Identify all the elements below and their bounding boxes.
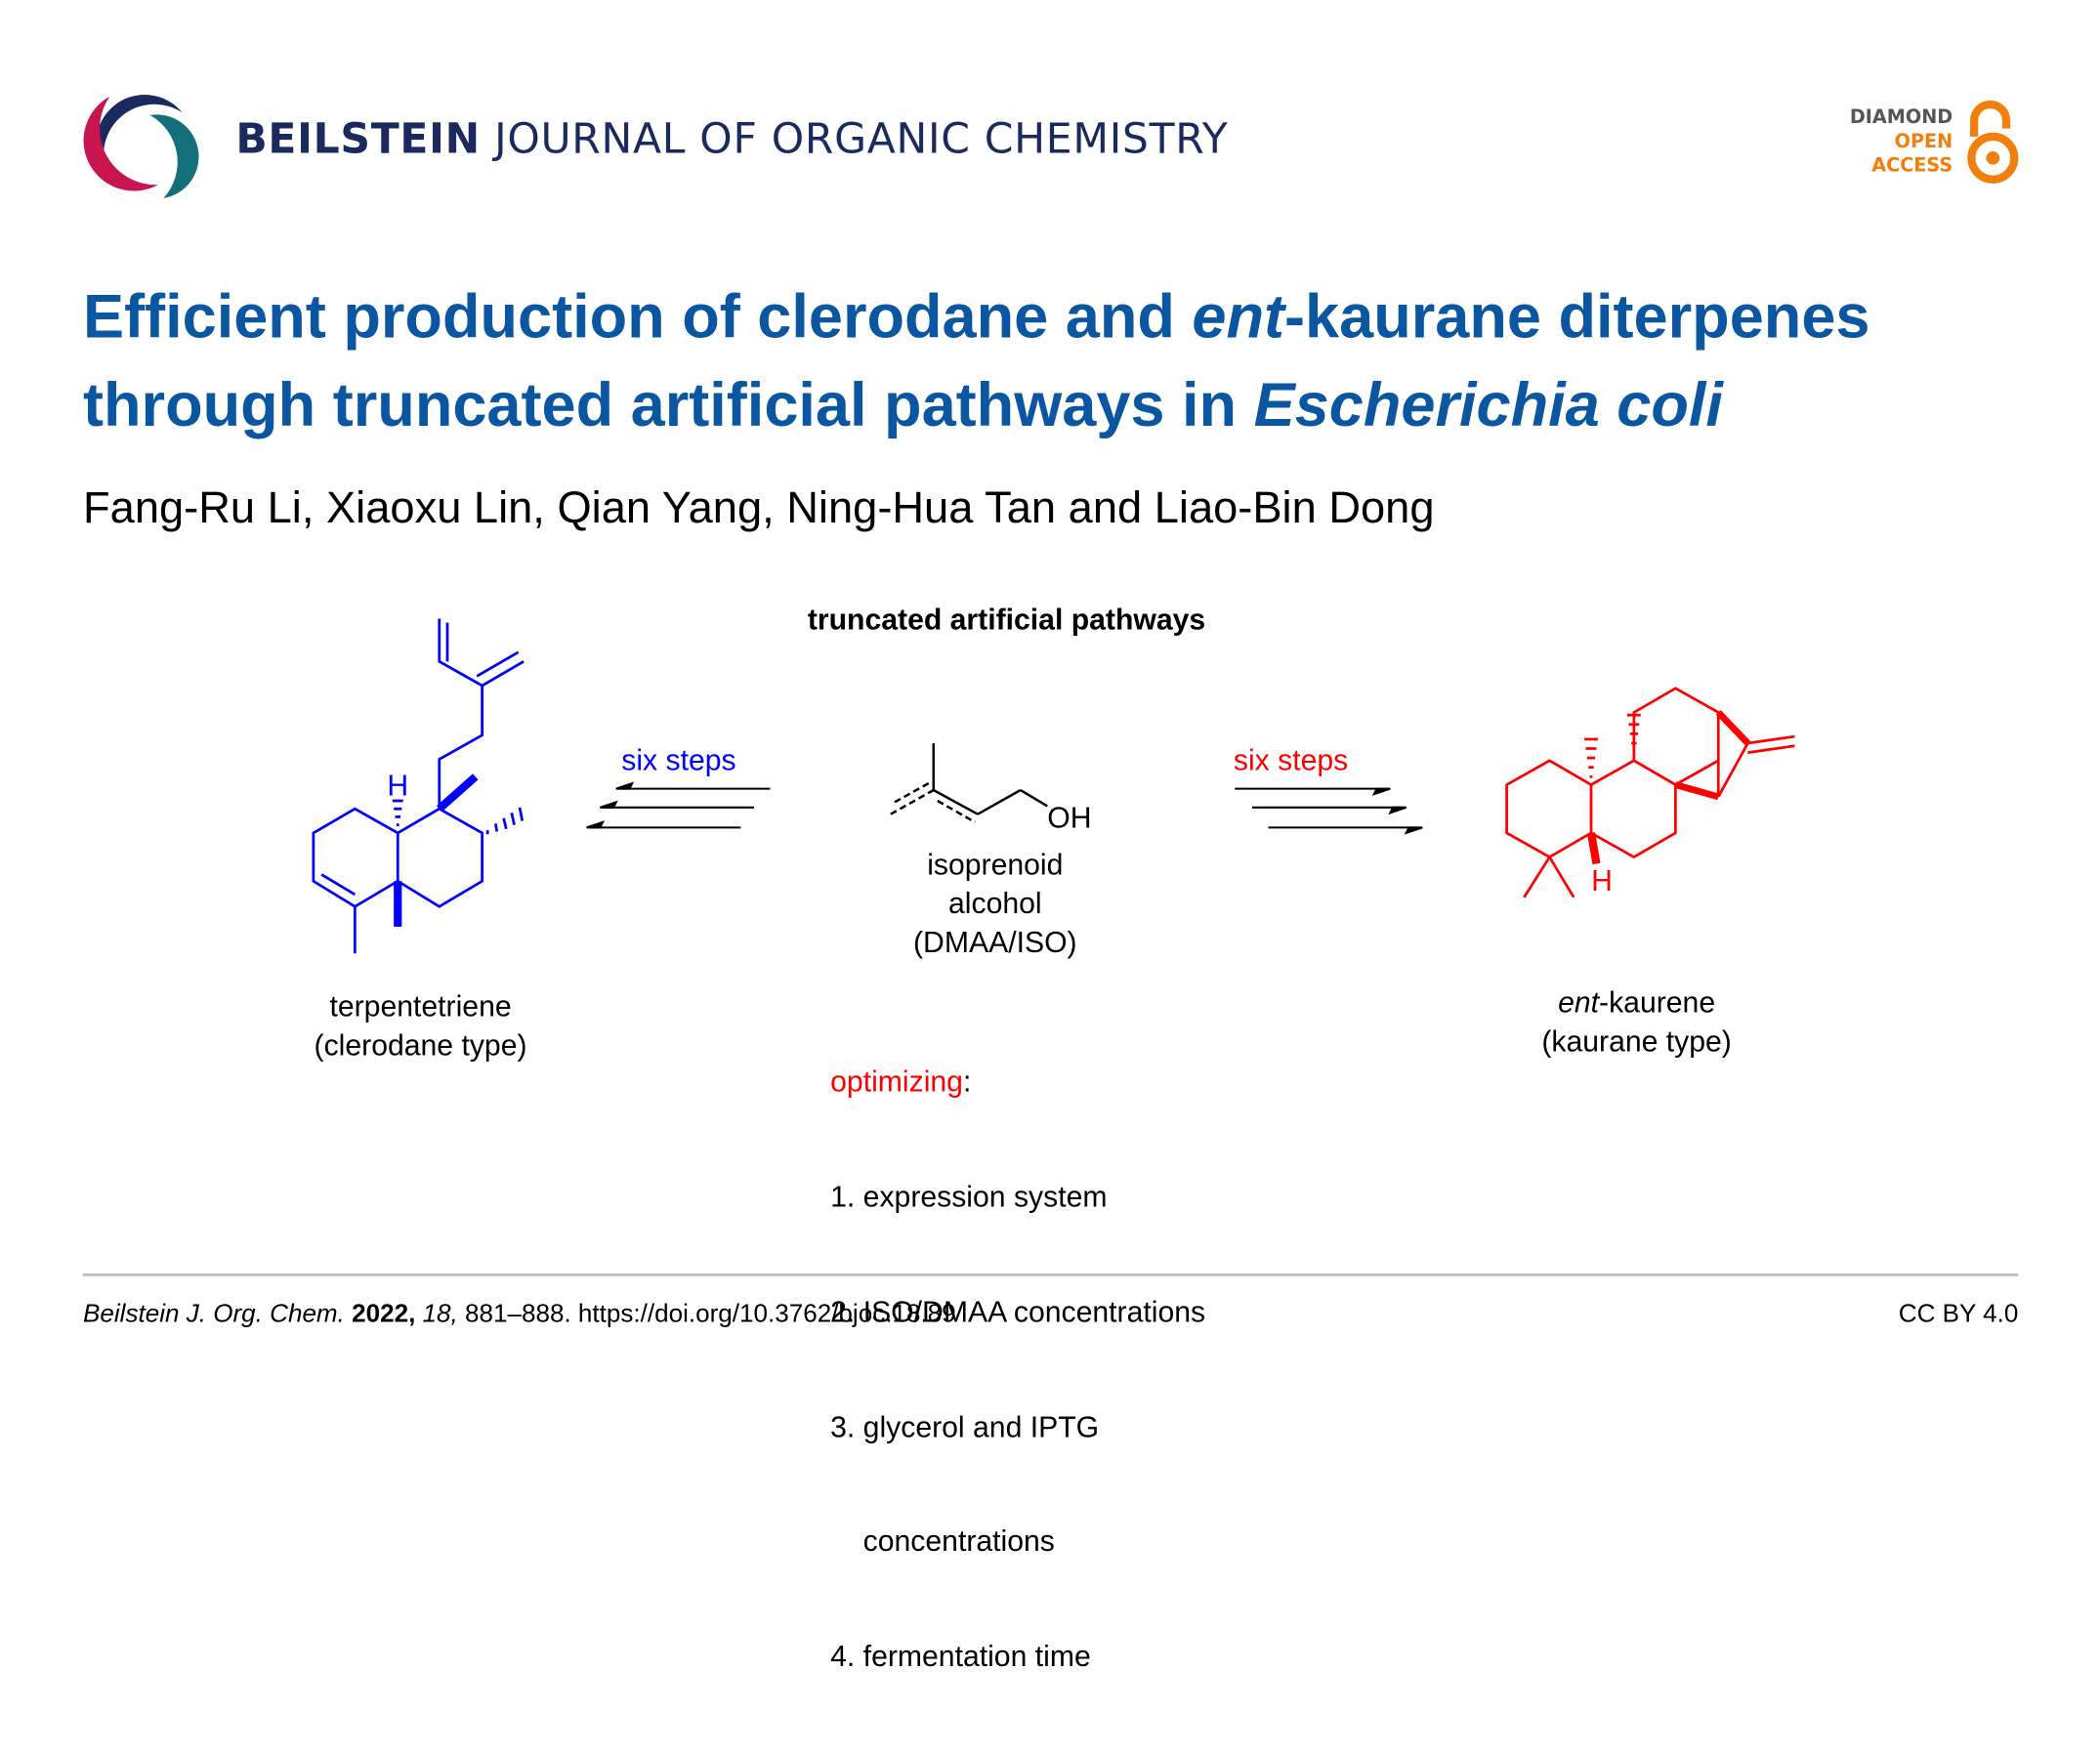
isoprenoid-label: isoprenoid alcohol (DMAA/ISO)	[861, 845, 1129, 961]
list-item: 1. expression system	[830, 1179, 1108, 1214]
optimizing-heading: optimizing	[830, 1064, 963, 1099]
journal-name-bold: BEILSTEIN	[235, 114, 481, 164]
terpentetriene-structure	[312, 618, 525, 954]
license: CC BY 4.0	[1898, 1300, 2019, 1329]
list-item: 4. fermentation time	[830, 1639, 1091, 1673]
arrows-right	[1235, 787, 1423, 835]
title-text: Efficient production of clerodane and	[83, 280, 1193, 352]
label-italic: ent	[1558, 985, 1600, 1020]
citation: Beilstein J. Org. Chem. 2022, 18, 881–88…	[83, 1300, 956, 1329]
label-line: terpentetriene	[329, 989, 512, 1023]
beilstein-logo-icon	[83, 95, 199, 198]
list-item: 3. glycerol and IPTG	[830, 1409, 1100, 1443]
left-steps-label: six steps	[621, 743, 736, 777]
citation-journal: Beilstein J. Org. Chem.	[83, 1300, 345, 1329]
footer-divider	[83, 1273, 2019, 1276]
ent-kaurene-label: ent-kaurene (kaurane type)	[1490, 982, 1785, 1061]
isoprenoid-structure	[890, 743, 1048, 823]
arrows-left	[586, 781, 771, 829]
ent-kaurene-structure	[1505, 687, 1795, 898]
citation-doi-link[interactable]: 881–888. https://doi.org/10.3762/bjoc.18…	[465, 1300, 956, 1329]
colon: :	[962, 1064, 972, 1099]
list-item: 2. ISO/DMAA concentrations	[830, 1294, 1206, 1328]
citation-volume: 18,	[422, 1300, 458, 1329]
badge-line: ACCESS	[1871, 155, 1953, 177]
list-item: concentrations	[830, 1523, 1055, 1559]
label-line: isoprenoid	[927, 847, 1064, 882]
hydroxyl-label: OH	[1047, 802, 1091, 834]
stereo-h-left: H	[387, 770, 408, 802]
diamond-open-access-badge: DIAMOND OPEN ACCESS	[1850, 105, 1953, 178]
citation-year: 2022,	[352, 1300, 416, 1329]
article-title: Efficient production of clerodane and en…	[83, 271, 1869, 448]
title-text: -kaurane diterpenes	[1284, 280, 1870, 352]
label-line: alcohol	[948, 886, 1042, 921]
right-steps-label: six steps	[1233, 743, 1349, 777]
badge-line: OPEN	[1894, 131, 1953, 153]
optimizing-list: optimizing: 1. expression system 2. ISO/…	[830, 987, 1205, 1753]
title-italic: ent	[1192, 280, 1285, 352]
label-line: (clerodane type)	[314, 1028, 527, 1063]
graphic-heading: truncated artificial pathways	[807, 603, 1206, 637]
title-italic: Escherichia coli	[1253, 369, 1723, 439]
title-text: through truncated artificial pathways in	[83, 369, 1254, 439]
journal-name: BEILSTEIN JOURNAL OF ORGANIC CHEMISTRY	[235, 115, 1228, 163]
graphical-abstract: BEILSTEIN JOURNAL OF ORGANIC CHEMISTRY D…	[83, 95, 2019, 1673]
label-line: -kaurene	[1599, 985, 1716, 1020]
open-lock-icon	[1967, 100, 2019, 184]
terpentetriene-label: terpentetriene (clerodane type)	[273, 987, 568, 1065]
label-line: (DMAA/ISO)	[912, 925, 1077, 959]
label-line: (kaurane type)	[1541, 1023, 1732, 1059]
reaction-scheme: H OH	[312, 618, 1795, 954]
authors: Fang-Ru Li, Xiaoxu Lin, Qian Yang, Ning-…	[83, 481, 1435, 532]
journal-name-rest: JOURNAL OF ORGANIC CHEMISTRY	[494, 114, 1229, 164]
stereo-h-right: H	[1591, 865, 1613, 897]
badge-line: DIAMOND	[1849, 106, 1953, 129]
